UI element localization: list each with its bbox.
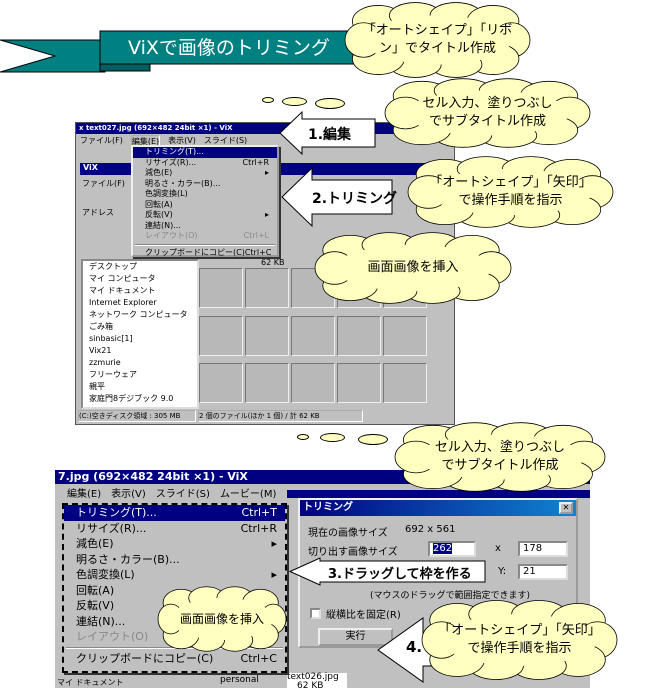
step2-arrow: 2.トリミング	[281, 166, 397, 228]
menu-item-flip[interactable]: 反転(V)	[76, 599, 115, 612]
tree-item[interactable]: 親平	[89, 382, 105, 391]
status-right: 2 個のファイル(ほか 1 個) / 計 62 KB	[198, 410, 363, 422]
address-label: アドレス	[82, 208, 114, 217]
menu-view[interactable]: 表示(V)	[168, 136, 196, 145]
cloud-body	[363, 15, 512, 65]
step1-arrow: 1.編集	[279, 110, 376, 156]
below-menu-text: マイ ドキュメント	[57, 678, 124, 687]
menu-item-brightness[interactable]: 明るさ・カラー(B)...	[76, 552, 180, 566]
folder-tree[interactable]: デスクトップ マイ コンピュータ マイ ドキュメント Internet Expl…	[81, 259, 199, 409]
keep-ratio-label: 縦横比を固定(R)	[326, 610, 401, 621]
menu-movie[interactable]: ムービー(M)	[219, 489, 277, 500]
file-label: personal	[220, 675, 259, 685]
cloud-body	[441, 614, 598, 666]
tree-item[interactable]: Internet Explorer	[89, 298, 157, 307]
tree-item[interactable]: ネットワーク コンピュータ	[89, 310, 188, 319]
cloud-body	[416, 434, 584, 480]
cloud-body	[170, 597, 274, 641]
menu-item-trim[interactable]: トリミング(T)...Ctrl+T	[64, 505, 285, 521]
banner-title: ViXで画像のトリミング	[128, 37, 330, 59]
tree-item[interactable]: 家庭門8デジブック 9.0	[89, 394, 174, 403]
tree-item[interactable]: フリーウェア	[89, 370, 137, 379]
dialog-close-button[interactable]: ✕	[559, 502, 573, 514]
menu-item-layout[interactable]: レイアウト(O)Ctrl+L	[145, 231, 269, 240]
tree-item[interactable]: Vix21	[89, 346, 112, 355]
tree-item[interactable]: デスクトップ	[89, 262, 137, 271]
menu-item-resize[interactable]: リサイズ(R)...Ctrl+R	[145, 157, 269, 167]
tree-item[interactable]: マイ ドキュメント	[89, 286, 156, 295]
step3-arrow: 3.ドラッグして枠を作る	[288, 557, 486, 586]
status-left: (C:)空きディスク領域 : 305 MB	[78, 410, 196, 422]
menu-item-join[interactable]: 連結(N)...	[76, 614, 126, 628]
menu-item-layout[interactable]: レイアウト(O)	[76, 630, 149, 643]
menu-item-rotate[interactable]: 回転(A)	[145, 199, 173, 209]
dialog-title: トリミング	[300, 500, 576, 516]
cloud-body	[334, 244, 492, 292]
menu-item-tone[interactable]: 色調変換(L)▸	[76, 568, 277, 581]
inner-menu-file[interactable]: ファイル(F)	[82, 179, 125, 188]
keep-ratio-checkbox[interactable]	[310, 608, 321, 619]
menu-slide[interactable]: スライド(S)	[203, 136, 248, 145]
cloud-arrow-note-2: 「オートシェイプ」「矢印」 で操作手順を指示	[422, 602, 617, 678]
width-input[interactable]: 262	[428, 541, 476, 557]
execute-button[interactable]: 実行	[318, 628, 393, 646]
cloud-insert-note-2: 画面画像を挿入	[158, 588, 286, 650]
cloud-subtitle-note-1: セル入力、塗りつぶし でサブタイトル作成	[385, 80, 590, 146]
menu-item-tone[interactable]: 色調変換(L)	[145, 189, 188, 198]
cloud-arrow-note-1: 「オートシェイプ」「矢印」 で操作手順を指示	[408, 158, 613, 226]
menu-edit[interactable]: 編集(E)	[67, 489, 102, 500]
tree-item[interactable]: sinbasic[1]	[89, 334, 133, 343]
x-label: x	[495, 543, 501, 554]
tree-item[interactable]: マイ コンピュータ	[89, 274, 156, 283]
menu-item-reduce[interactable]: 減色(E)▸	[145, 168, 269, 177]
cloud-ribbon-note: 「オートシェイプ」「リボ ン」でタイトル作成	[345, 4, 530, 76]
cloud-subtitle-note-2: セル入力、塗りつぶし でサブタイトル作成	[395, 424, 605, 490]
window-title: x text027.jpg (692×482 24bit ×1) - ViX	[76, 123, 454, 134]
menu-item-reduce[interactable]: 減色(E)▸	[76, 537, 277, 550]
menu-item-rotate[interactable]: 回転(A)	[76, 583, 115, 597]
menu-item-brightness[interactable]: 明るさ・カラー(B)...	[145, 178, 221, 188]
height-input[interactable]: 178	[518, 541, 568, 557]
file-size: 62 KB	[261, 258, 285, 267]
y-label: Y:	[498, 566, 507, 577]
menu-item-flip[interactable]: 反転(V)▸	[145, 210, 269, 219]
current-size-label: 現在の画像サイズ	[308, 528, 388, 539]
cloud-insert-note-1: 画面画像を挿入	[315, 234, 511, 302]
menu-slide[interactable]: スライド(S)	[155, 489, 210, 500]
current-size-value: 692 x 561	[405, 524, 456, 535]
cut-size-label: 切り出す画像サイズ	[308, 547, 398, 558]
menu-file[interactable]: ファイル(F)	[80, 136, 123, 145]
menu-view[interactable]: 表示(V)	[111, 489, 146, 500]
menu-item-trim[interactable]: トリミング(T)...	[133, 147, 277, 158]
cloud-body	[405, 90, 570, 136]
menu-item-copy[interactable]: クリップボードにコピー(C)Ctrl+C	[145, 247, 272, 257]
cloud-body	[428, 168, 593, 216]
menu-item-join[interactable]: 連結(N)...	[145, 220, 181, 230]
tree-item[interactable]: zzmurie	[89, 358, 121, 367]
menu-item-copy[interactable]: クリップボードにコピー(C)Ctrl+C	[76, 651, 277, 665]
drag-hint: (マウスのドラッグで範囲指定できます)	[370, 591, 531, 601]
menu-item-resize[interactable]: リサイズ(R)...Ctrl+R	[76, 521, 277, 535]
tree-item[interactable]: ごみ箱	[89, 322, 113, 331]
edit-menu-1: トリミング(T)... リサイズ(R)...Ctrl+R 減色(E)▸ 明るさ・…	[131, 145, 279, 257]
y-input[interactable]: 21	[518, 564, 568, 580]
